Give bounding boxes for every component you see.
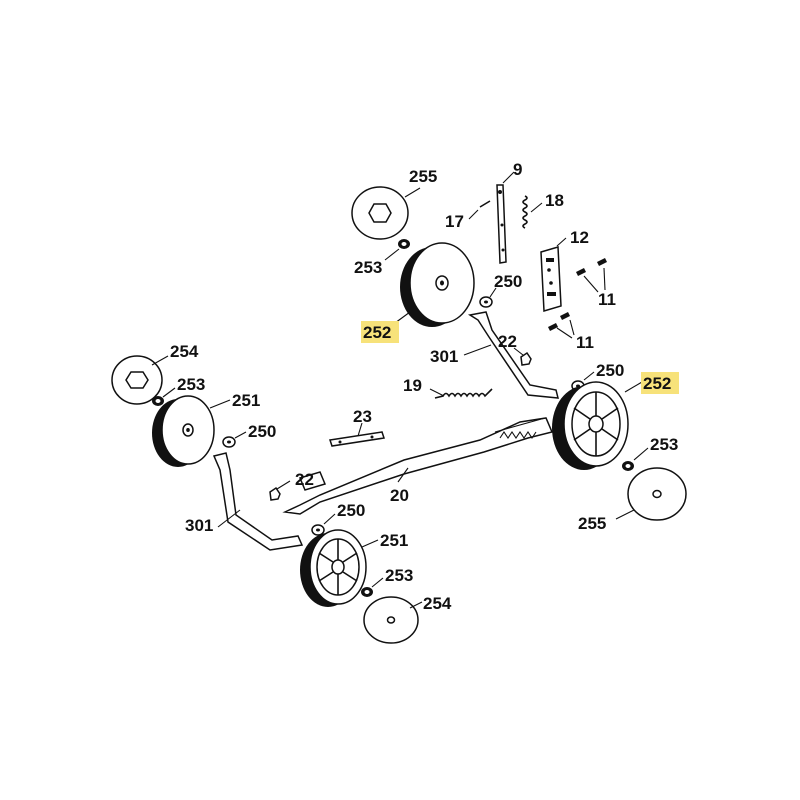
label-250-top: 250 bbox=[494, 272, 522, 291]
washer-253-left bbox=[152, 396, 164, 406]
label-254-bottom: 254 bbox=[423, 594, 452, 613]
label-19: 19 bbox=[403, 376, 422, 395]
clip-22-top bbox=[520, 351, 532, 366]
clip-22-bottom bbox=[269, 486, 281, 501]
hubcap-255-top bbox=[351, 186, 409, 240]
label-301-top: 301 bbox=[430, 347, 458, 366]
hubcap-254-bottom bbox=[363, 596, 419, 644]
label-22-top: 22 bbox=[498, 332, 517, 351]
label-12: 12 bbox=[570, 228, 589, 247]
label-251-bottom: 251 bbox=[380, 531, 408, 550]
wheel-252-top bbox=[400, 242, 475, 327]
label-23: 23 bbox=[353, 407, 372, 426]
highlight-252-right bbox=[641, 372, 679, 394]
wheel-251-left bbox=[152, 395, 215, 467]
washer-250-top bbox=[479, 296, 493, 308]
label-253-left: 253 bbox=[177, 375, 205, 394]
washer-250-bottom bbox=[311, 524, 325, 536]
label-250-left: 250 bbox=[248, 422, 276, 441]
label-254-left: 254 bbox=[170, 342, 199, 361]
axle-lever-20 bbox=[282, 417, 554, 515]
washer-253-right bbox=[622, 461, 634, 471]
label-11-b: 11 bbox=[576, 333, 594, 352]
axle-rod-301-bottom bbox=[212, 452, 304, 551]
label-252-left: 252 bbox=[363, 323, 391, 342]
label-255-top: 255 bbox=[409, 167, 437, 186]
label-253-top: 253 bbox=[354, 258, 382, 277]
label-11-a: 11 bbox=[598, 290, 616, 309]
label-251-left: 251 bbox=[232, 391, 260, 410]
wheel-251-bottom bbox=[300, 529, 367, 607]
washer-253-top bbox=[398, 239, 410, 249]
label-253-bottom: 253 bbox=[385, 566, 413, 585]
spring-19 bbox=[434, 388, 493, 399]
screws-11-lower bbox=[548, 312, 570, 331]
washer-253-bottom bbox=[361, 587, 373, 597]
label-22-bottom: 22 bbox=[295, 470, 314, 489]
hubcap-254-left bbox=[111, 355, 163, 405]
axle-rod-301-top bbox=[467, 311, 559, 399]
highlight-252-left bbox=[361, 321, 399, 343]
label-20: 20 bbox=[390, 486, 409, 505]
label-301-bottom: 301 bbox=[185, 516, 213, 535]
wheel-252-right bbox=[552, 381, 629, 470]
label-250-right: 250 bbox=[596, 361, 624, 380]
washer-250-left bbox=[222, 436, 236, 448]
label-252-right: 252 bbox=[643, 374, 671, 393]
label-255-right: 255 bbox=[578, 514, 606, 533]
label-9: 9 bbox=[513, 160, 522, 179]
label-253-right: 253 bbox=[650, 435, 678, 454]
label-250-bottom: 250 bbox=[337, 501, 365, 520]
bar-23 bbox=[329, 431, 385, 447]
label-18: 18 bbox=[545, 191, 564, 210]
hubcap-255-right bbox=[627, 467, 687, 521]
height-lever-9 bbox=[496, 184, 507, 264]
bracket-12 bbox=[540, 246, 562, 312]
label-17: 17 bbox=[445, 212, 464, 231]
pin-17 bbox=[479, 200, 491, 208]
screws-11-upper bbox=[576, 258, 607, 276]
spring-18 bbox=[522, 195, 528, 229]
